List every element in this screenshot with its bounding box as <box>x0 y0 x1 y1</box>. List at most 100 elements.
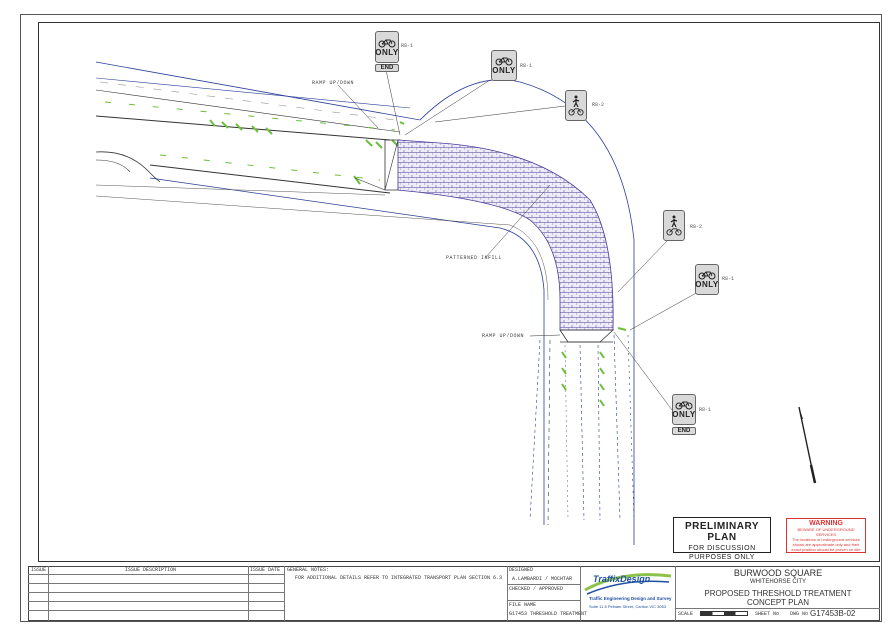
tb-note-1: FOR ADDITIONAL DETAILS REFER TO INTEGRAT… <box>295 575 503 581</box>
scale-bar <box>700 611 748 616</box>
green-hatching-left <box>209 119 399 185</box>
traffix-swoosh-icon <box>584 573 672 595</box>
tb-divider <box>580 566 581 621</box>
warning-line4: exact position should be proven on site <box>791 547 861 552</box>
bicycle-only-sign: ONLY <box>695 264 719 295</box>
bicycle-icon <box>666 228 682 236</box>
sign-code: R8-1 <box>401 43 414 49</box>
warning-line2: The locations of underground services <box>792 537 860 542</box>
north-arrow-icon <box>798 406 817 484</box>
company-name: TraffixDesign <box>593 574 651 584</box>
road-edge-outer-top <box>95 77 411 109</box>
sign-only-text: ONLY <box>375 47 399 57</box>
tb-checked-label: CHECKED / APPROVED <box>509 586 564 592</box>
tb-issue-date-header: ISSUE DATE <box>250 567 281 573</box>
drawing-title-1: PROPOSED THRESHOLD TREATMENT <box>704 589 852 598</box>
prelim-title: PRELIMINARY PLAN <box>684 521 760 543</box>
project-name: BURWOOD SQUARE <box>733 568 823 578</box>
bicycle-icon <box>698 271 716 280</box>
ramp-label-top: RAMP UP/DOWN <box>312 80 355 86</box>
tb-designed-label: DESIGNED <box>509 567 534 573</box>
shared-path-sign <box>663 210 685 241</box>
sign-only-text: ONLY <box>695 280 719 289</box>
bicycle-icon <box>675 401 693 410</box>
vertical-lane-lines <box>529 334 635 526</box>
tb-issue-desc-header: ISSUE DESCRIPTION <box>125 567 177 573</box>
road-line-2 <box>95 115 391 141</box>
sign-code: R8-2 <box>690 224 703 230</box>
tb-designed-value: A.LAMBARDI / MOCHTAR <box>512 576 573 582</box>
bicycle-icon <box>568 108 584 116</box>
ramp-label-bottom: RAMP UP/DOWN <box>482 333 525 339</box>
road-line-3 <box>149 164 391 194</box>
ramp-diagonal <box>354 139 399 191</box>
tb-file-value: G17453 THRESHOLD TREATMENT <box>509 611 588 617</box>
road-line-4 <box>95 184 386 196</box>
tb-general-notes: GENERAL NOTES: <box>287 567 330 573</box>
lane-dashes-green-1 <box>104 101 396 131</box>
tb-row <box>28 601 284 602</box>
tb-file-label: FILE NAME <box>509 602 537 608</box>
company-logo: TraffixDesign Traffic Engineering Design… <box>581 568 675 620</box>
road-line-1 <box>95 89 401 133</box>
leader-lines <box>337 69 699 411</box>
tb-row <box>28 574 284 575</box>
tb-dwg-label: DWG No <box>790 611 809 617</box>
sign-code: R8-1 <box>699 407 712 413</box>
end-plate: END <box>375 64 399 72</box>
sheet-outer-border <box>20 14 882 622</box>
drawing-area-border <box>38 22 880 562</box>
warning-title: WARNING <box>809 520 843 527</box>
road-kerb-line <box>95 195 549 301</box>
bicycle-icon <box>495 57 513 66</box>
prelim-line1: FOR DISCUSSION <box>688 545 756 552</box>
pedestrian-icon <box>572 95 580 107</box>
drawing-number: G17453B-02 <box>810 609 856 618</box>
warning-line1: BEWARE OF UNDERGROUND SERVICES <box>797 527 855 537</box>
tb-divider <box>248 566 249 621</box>
tb-divider <box>507 566 508 621</box>
tb-divider <box>284 566 285 621</box>
road-edge-outer <box>95 61 635 545</box>
sign-code: R8-1 <box>520 63 533 69</box>
median-nose <box>95 151 161 183</box>
tb-divider <box>675 566 676 621</box>
tb-issue-header: ISSUE <box>31 567 47 573</box>
bicycle-only-sign: ONLY <box>375 31 399 63</box>
bicycle-only-sign: ONLY <box>672 394 696 425</box>
prelim-line2: PURPOSES ONLY <box>689 554 755 561</box>
tb-row <box>28 610 284 611</box>
lane-dashes-green-2 <box>159 154 381 181</box>
sign-only-text: ONLY <box>492 66 516 75</box>
tb-scale-label: SCALE <box>678 611 694 617</box>
bicycle-only-sign: ONLY <box>491 50 517 81</box>
tb-row <box>28 592 284 593</box>
ramp-bottom <box>559 329 615 343</box>
sign-code: R8-2 <box>592 102 605 108</box>
end-plate: END <box>672 427 696 435</box>
tb-row <box>507 600 580 601</box>
title-block <box>28 566 880 621</box>
shared-path-sign <box>565 90 587 121</box>
company-address: Suite 11 8 Pelham Street, Carlton VIC 30… <box>589 604 667 609</box>
median-nose-2 <box>95 159 131 173</box>
tb-row <box>28 583 284 584</box>
patterned-infill-label: PATTERNED INFILL <box>446 255 503 261</box>
company-subtitle: Traffic Engineering Design and Survey <box>589 596 672 601</box>
preliminary-plan-stamp: PRELIMINARY PLAN FOR DISCUSSION PURPOSES… <box>673 517 771 561</box>
sign-only-text: ONLY <box>672 410 696 419</box>
green-hatching-bottom <box>399 121 627 407</box>
sign-code: R8-1 <box>722 276 735 282</box>
tb-row <box>675 608 880 609</box>
drawing-title-2: CONCEPT PLAN <box>746 598 810 607</box>
tb-row <box>507 584 580 585</box>
lane-dashes-1 <box>99 81 396 121</box>
warning-box: WARNING BEWARE OF UNDERGROUND SERVICES T… <box>786 518 866 553</box>
warning-line3: shown are approximate only and their <box>792 542 860 547</box>
bicycle-icon <box>378 39 396 47</box>
tb-divider <box>48 566 49 621</box>
road-edge-inner <box>149 177 545 525</box>
pedestrian-icon <box>670 215 678 227</box>
